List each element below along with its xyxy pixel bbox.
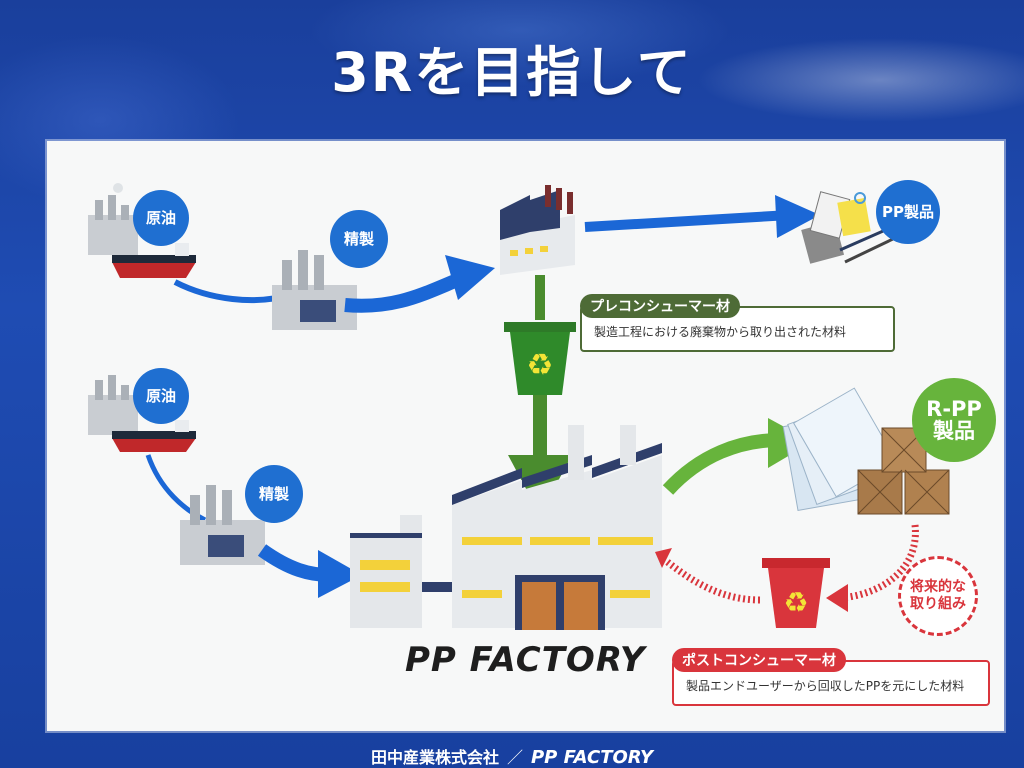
rpp-line1: R-PP <box>926 396 982 421</box>
crude-oil-bubble-bottom: 原油 <box>133 368 189 424</box>
pp-product-bubble: PP製品 <box>876 180 940 244</box>
refinery-icon <box>88 183 138 255</box>
future-initiative-badge: 将来的な 取り組み <box>898 556 978 636</box>
file-folder-icon <box>782 387 898 512</box>
tanker-ship-icon <box>112 420 196 452</box>
pre-consumer-desc: 製造工程における廃棄物から取り出された材料 <box>594 325 847 339</box>
recycle-bin-icon: ♻ <box>762 558 830 628</box>
post-consumer-desc: 製品エンドユーザーから回収したPPを元にした材料 <box>686 679 965 693</box>
footer-company: 田中産業株式会社 <box>370 748 499 767</box>
factory-icon <box>500 185 575 275</box>
svg-text:♻: ♻ <box>527 348 554 383</box>
post-consumer-tag: ポストコンシューマー材 <box>672 648 846 672</box>
factory-name: PP FACTORY <box>405 640 646 680</box>
crude-oil-bubble-top: 原油 <box>133 190 189 246</box>
post-consumer-label: ポストコンシューマー材 製品エンドユーザーから回収したPPを元にした材料 <box>672 648 990 706</box>
footer: 田中産業株式会社 ／ PP FACTORY <box>0 744 1024 768</box>
future-line2: 取り組み <box>910 596 966 612</box>
pre-consumer-tag: プレコンシューマー材 <box>580 294 740 318</box>
refine-bubble-top: 精製 <box>330 210 388 268</box>
rpp-product-bubble: R-PP 製品 <box>912 378 996 462</box>
future-line1: 将来的な <box>910 579 966 596</box>
refinery-icon <box>272 250 357 330</box>
rpp-line2: 製品 <box>933 419 975 443</box>
stationery-icon <box>801 191 896 264</box>
pre-consumer-label: プレコンシューマー材 製造工程における廃棄物から取り出された材料 <box>580 294 895 352</box>
footer-separator: ／ <box>506 748 523 767</box>
footer-brand: PP FACTORY <box>530 747 654 768</box>
refine-bubble-bottom: 精製 <box>245 465 303 523</box>
recycle-bin-icon: ♻ <box>504 322 576 395</box>
refinery-icon <box>180 485 265 565</box>
page-title: 3Rを目指して <box>331 41 693 104</box>
svg-text:♻: ♻ <box>783 586 808 619</box>
tanker-ship-icon <box>112 243 196 278</box>
factory-icon <box>350 425 662 630</box>
refinery-icon <box>88 375 138 435</box>
